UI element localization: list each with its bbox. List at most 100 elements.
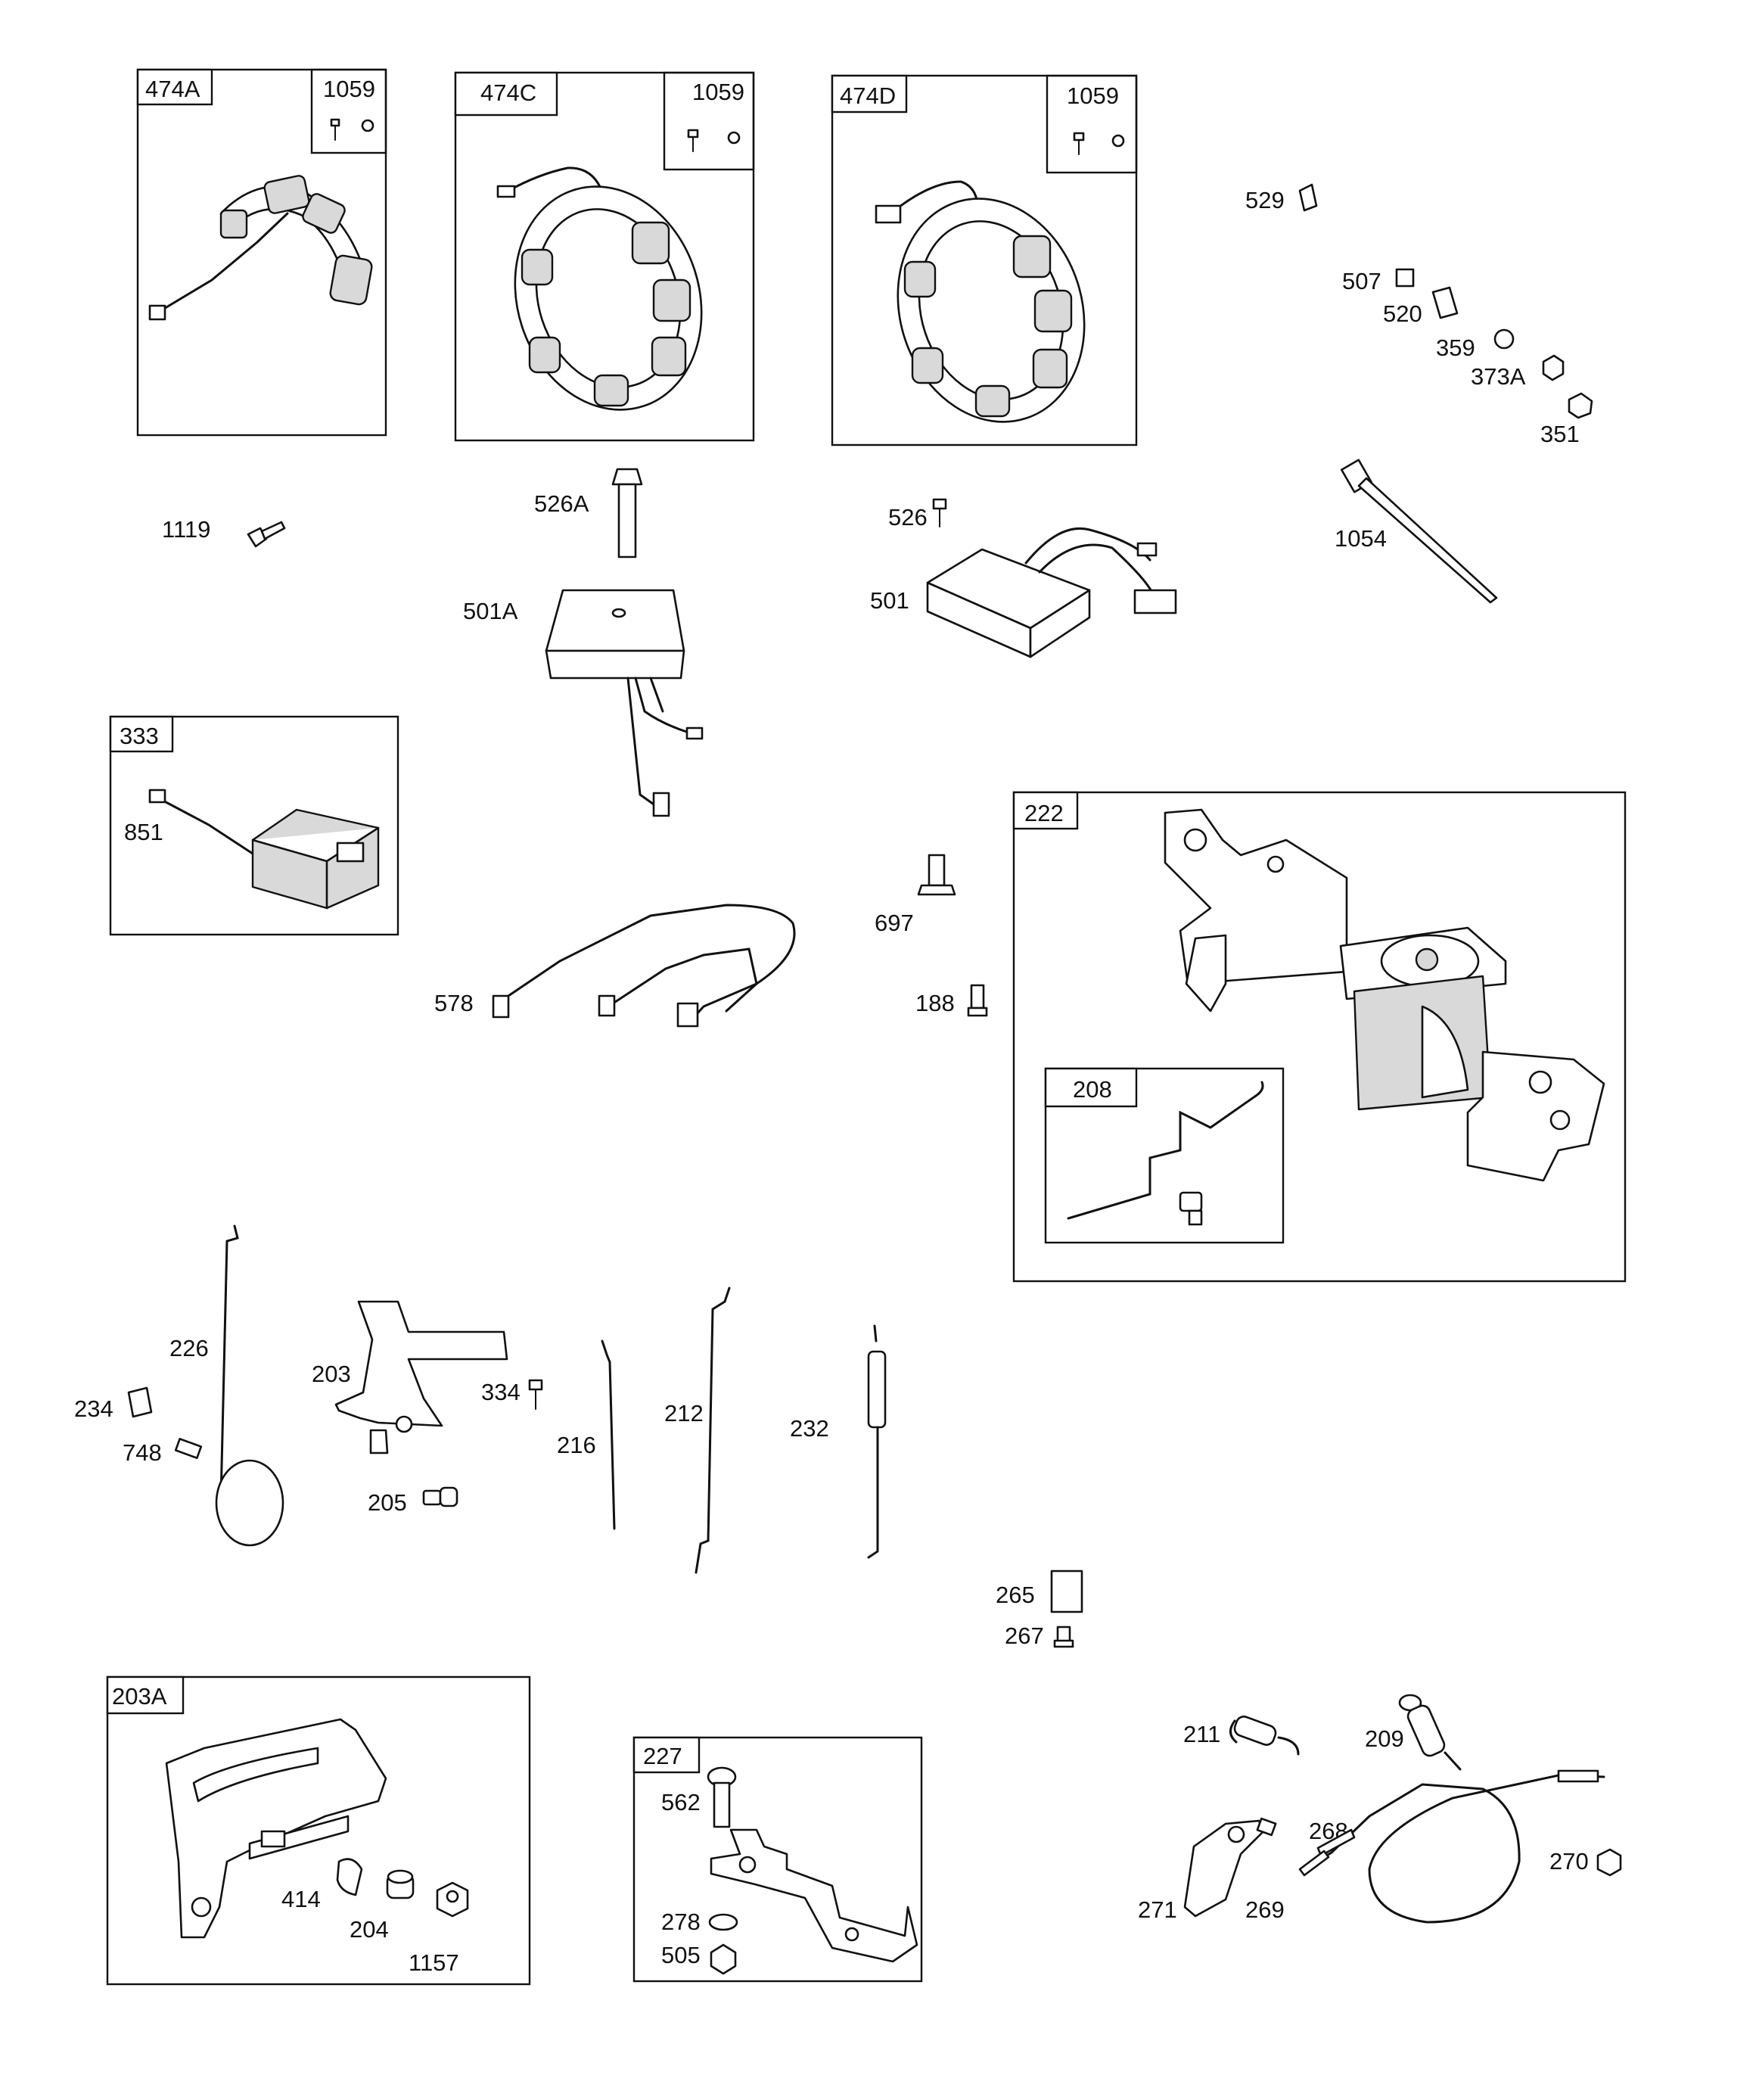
kit-333-inner-label: 851 [124,819,163,845]
kit-208-label: 208 [1073,1076,1112,1103]
nut-icon [361,119,374,132]
kit-333-label: 333 [120,723,159,749]
kit-222-frame [1012,791,1627,1283]
nut-icon [436,1881,469,1918]
nut-icon [727,131,741,145]
part-label-232: 232 [790,1415,829,1442]
kit-333-label-box [109,715,174,753]
kit-474a-label: 474A [145,76,200,102]
part-label-1119: 1119 [162,516,210,543]
kit-474d: 474D 1059 [831,74,1138,446]
rectifier-icon [545,589,704,817]
kit-222-label-box [1012,791,1079,830]
governor-rod-icon [215,1224,284,1547]
part-label-234: 234 [74,1395,113,1422]
kit-227-label: 227 [643,1743,682,1769]
nut-icon [1596,1848,1622,1877]
screw-icon [932,498,947,527]
kit-203a-part-1157: 1157 [409,1949,459,1976]
screw-icon [1179,1191,1203,1226]
part-label-359: 359 [1436,334,1475,361]
kit-474d-hardware-box [1046,74,1138,174]
part-label-501: 501 [870,587,909,614]
kit-474d-label: 474D [840,82,896,109]
screw-icon [707,1766,737,1828]
part-label-501a: 501A [463,598,518,624]
kit-474d-frame [831,74,1138,446]
ignition-armature-icon [148,175,373,321]
kit-474c-frame [454,71,755,442]
screw-icon [1053,1626,1074,1648]
bushing-icon [386,1869,415,1899]
bracket-icon [1431,286,1459,319]
kit-227-part-562: 562 [661,1789,701,1815]
part-label-507: 507 [1342,268,1381,294]
spring-icon [1398,1694,1462,1771]
kit-474c-hardware-box [663,71,755,171]
kit-474a-frame [136,68,387,437]
governor-spring-rod-icon [1067,1081,1264,1220]
washer-icon [708,1913,738,1931]
part-label-211: 211 [1183,1721,1220,1747]
kit-474a-label-box [136,68,213,106]
screw-icon [967,984,988,1017]
wire-harness-icon [492,904,796,1028]
kit-474a-hardware-box [310,68,387,154]
part-label-748: 748 [123,1439,162,1466]
choke-lever-icon [1183,1817,1277,1918]
kit-208: 208 [1044,1067,1285,1244]
screw-icon [247,521,286,548]
part-label-269: 269 [1245,1896,1285,1923]
screw-icon [687,129,699,152]
stator-icon [496,166,703,411]
part-label-205: 205 [368,1489,407,1516]
link-rod-icon [601,1339,616,1530]
kit-208-frame [1044,1067,1285,1244]
kit-474c: 474C 1059 [454,71,755,442]
screw-icon [174,1438,203,1459]
lock-washer-icon [1493,328,1515,350]
kit-203a-frame [106,1675,531,1986]
kit-474d-label-box [831,74,908,114]
part-label-578: 578 [434,990,474,1016]
kit-203a-label-box [106,1675,185,1715]
kit-474a-hardware-label: 1059 [323,76,375,102]
kit-208-label-box [1044,1067,1138,1108]
cable-clamp-icon [1050,1570,1083,1613]
part-label-203: 203 [312,1361,351,1387]
kit-333: 333 851 [109,715,399,936]
part-label-188: 188 [915,990,955,1016]
nut-icon [1542,354,1565,381]
spring-icon [1229,1716,1300,1756]
kit-203a: 203A 414 204 1157 [106,1675,531,1986]
stator-icon [875,180,1086,423]
connector-icon [1395,268,1415,288]
kit-227-label-box [632,1736,701,1774]
kit-227-frame [632,1736,923,1983]
kit-227-part-278: 278 [661,1909,701,1935]
part-label-373a: 373A [1471,363,1526,390]
kit-227: 227 562 278 505 [632,1736,923,1983]
part-label-216: 216 [557,1432,596,1458]
kit-222: 222 208 [1012,791,1627,1283]
part-label-529: 529 [1245,187,1285,213]
kit-474c-label-box [454,71,558,117]
part-label-270: 270 [1549,1848,1589,1874]
bolt-icon [611,468,643,558]
screw-icon [528,1379,543,1410]
throttle-rod-icon [695,1286,731,1574]
ignition-coil-icon [148,789,380,910]
kit-222-label: 222 [1024,800,1064,826]
clip-icon [127,1386,153,1418]
kit-203a-label: 203A [112,1683,167,1710]
part-label-526: 526 [888,504,928,530]
clip-icon [1298,183,1318,212]
screw-icon [422,1486,458,1507]
kit-227-part-505: 505 [661,1942,701,1968]
bolt-icon [1568,392,1593,419]
clip-icon [336,1858,363,1896]
part-label-265: 265 [996,1582,1035,1608]
part-label-520: 520 [1383,300,1422,327]
nut-icon [710,1943,737,1975]
